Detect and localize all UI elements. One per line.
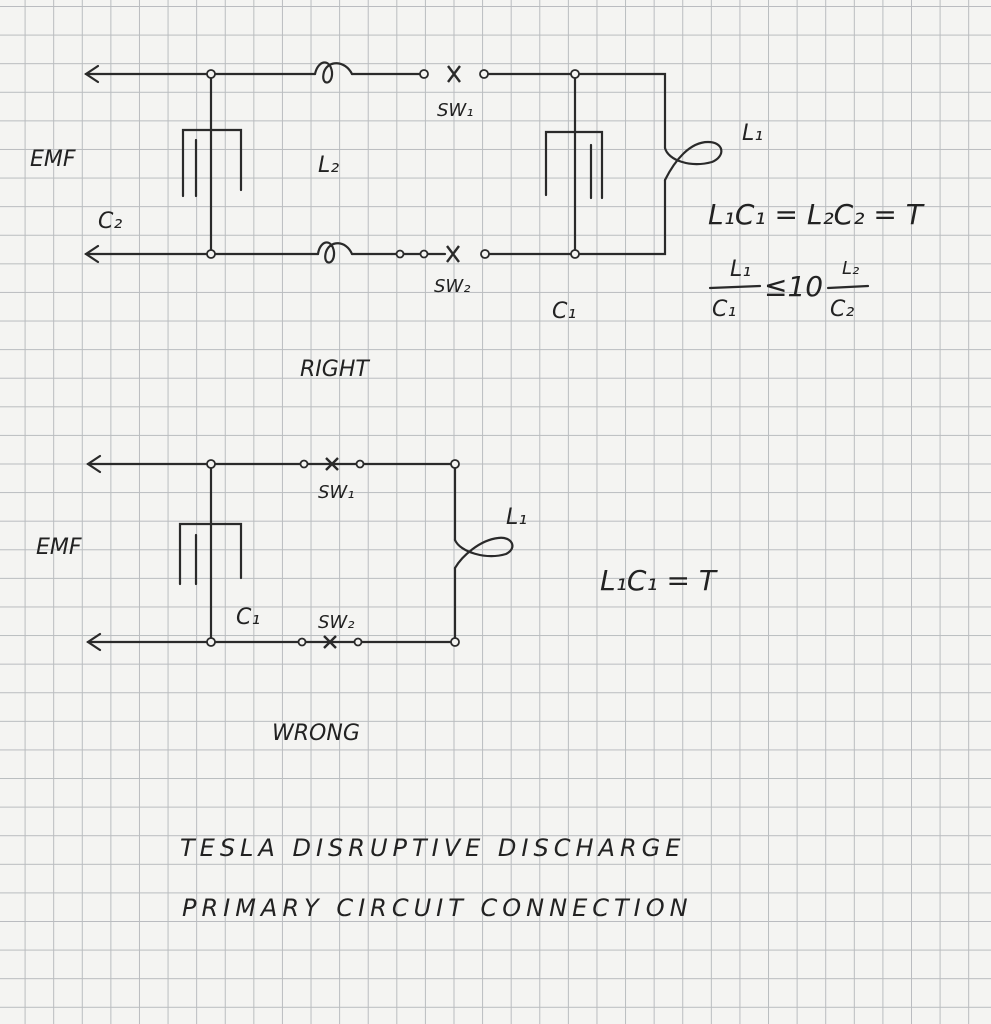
title-line-1: TESLA DISRUPTIVE DISCHARGE bbox=[180, 834, 685, 862]
wrong-c1-capacitor bbox=[178, 522, 243, 586]
wrong-top-arrow bbox=[86, 454, 102, 474]
wrong-node-bottom-left bbox=[206, 637, 216, 647]
wrong-sw2-switch bbox=[297, 635, 363, 649]
c2-label: C₂ bbox=[98, 209, 122, 234]
fraction-right-denominator: C₂ bbox=[830, 297, 854, 322]
c2-capacitor bbox=[181, 128, 243, 198]
right-emf-label: EMF bbox=[30, 147, 76, 172]
right-sw1-switch bbox=[419, 65, 489, 83]
fraction-left-numerator: L₁ bbox=[730, 257, 751, 282]
wrong-node-top-left bbox=[206, 459, 216, 469]
c1-capacitor bbox=[544, 130, 604, 200]
l2-label: L₂ bbox=[318, 153, 339, 178]
wrong-circuit: EMF SW₁ SW₂ C₁ L₁ L₁C₁ = T WRONG bbox=[36, 454, 718, 746]
wrong-emf-label: EMF bbox=[36, 535, 82, 560]
right-node-bottom-left bbox=[206, 249, 216, 259]
fraction-left-denominator: C₁ bbox=[712, 297, 736, 322]
right-c1-label: C₁ bbox=[552, 299, 576, 324]
wrong-equation: L₁C₁ = T bbox=[600, 564, 718, 597]
title-line-2: PRIMARY CIRCUIT CONNECTION bbox=[182, 894, 693, 922]
right-caption: RIGHT bbox=[300, 357, 370, 382]
inequality-operator: ≤10 bbox=[764, 270, 823, 303]
right-l1-coil bbox=[663, 140, 723, 182]
right-sw2-label: SW₂ bbox=[434, 276, 470, 297]
right-equations: L₁C₁ = L₂C₂ = T L₁ C₁ ≤10 L₂ C₂ bbox=[708, 198, 925, 322]
right-node-bottom-right bbox=[570, 249, 580, 259]
wrong-sw2-label: SW₂ bbox=[318, 612, 354, 633]
wrong-l1-label: L₁ bbox=[506, 505, 527, 530]
right-circuit: EMF C₂ L₂ SW₁ SW₂ L₁ C₁ RIGHT bbox=[30, 61, 763, 382]
right-top-coil bbox=[313, 61, 354, 84]
right-sw2-switch bbox=[395, 245, 490, 263]
title-block: TESLA DISRUPTIVE DISCHARGE PRIMARY CIRCU… bbox=[180, 834, 693, 922]
wrong-sw1-switch bbox=[299, 457, 365, 471]
right-bottom-coil bbox=[316, 241, 354, 264]
right-top-wire bbox=[84, 72, 667, 150]
wrong-l1-coil bbox=[453, 536, 514, 570]
equation-lc-product: L₁C₁ = L₂C₂ = T bbox=[708, 198, 925, 231]
fraction-right-bar bbox=[826, 284, 870, 290]
right-top-arrow bbox=[84, 64, 100, 84]
right-bottom-wire bbox=[84, 178, 667, 256]
right-node-top-left bbox=[206, 69, 216, 79]
wrong-node-top-right bbox=[450, 459, 460, 469]
wrong-c1-label: C₁ bbox=[236, 605, 260, 630]
right-sw1-label: SW₁ bbox=[437, 100, 473, 121]
wrong-top-wire bbox=[86, 462, 457, 542]
wrong-bottom-arrow bbox=[86, 632, 102, 652]
fraction-left-bar bbox=[708, 284, 762, 290]
wrong-sw1-label: SW₁ bbox=[318, 482, 354, 503]
wrong-caption: WRONG bbox=[272, 721, 360, 746]
wrong-node-bottom-right bbox=[450, 637, 460, 647]
wrong-bottom-wire bbox=[86, 566, 457, 644]
fraction-right-numerator: L₂ bbox=[842, 258, 859, 279]
right-node-top-right bbox=[570, 69, 580, 79]
right-l1-label: L₁ bbox=[742, 121, 763, 146]
